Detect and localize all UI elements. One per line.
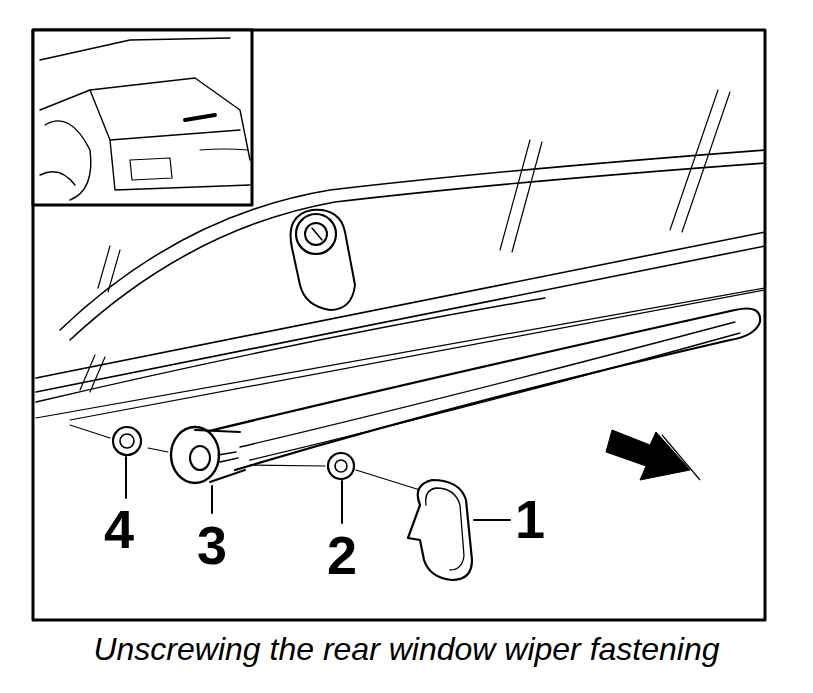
callout-number: 1 xyxy=(515,492,545,546)
callout-number: 4 xyxy=(104,502,134,556)
figure-caption: Unscrewing the rear window wiper fasteni… xyxy=(0,630,813,668)
callout-number: 2 xyxy=(327,528,357,582)
callout-number: 3 xyxy=(197,518,227,572)
